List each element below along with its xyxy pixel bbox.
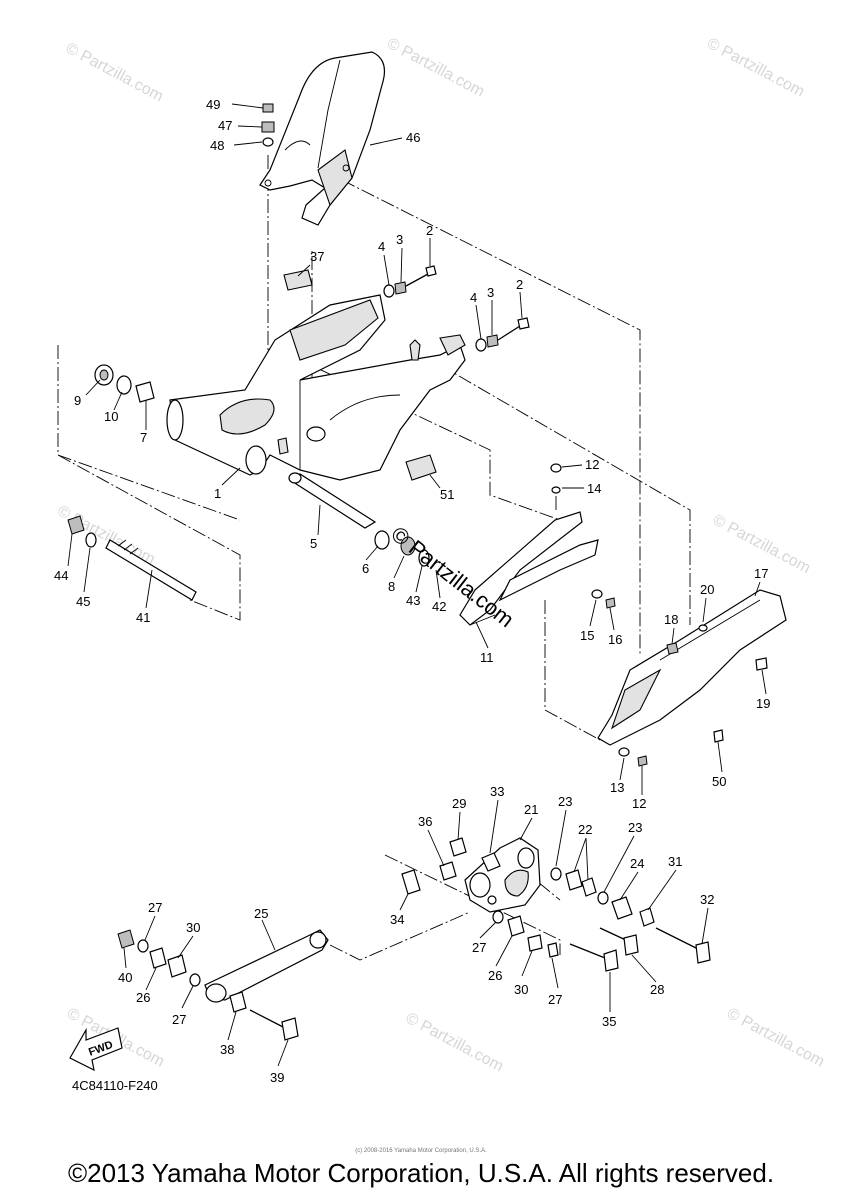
part-label[interactable]: 30 [514,982,528,997]
swingarm [166,294,466,481]
part-label[interactable]: 10 [104,409,118,424]
part-label[interactable]: 42 [432,599,446,614]
part-label[interactable]: 51 [440,487,454,502]
part-label[interactable]: 29 [452,796,466,811]
watermark-text: © Partzilla.com [384,35,487,101]
leader-lines [67,103,767,1067]
rod-fasteners [117,929,299,1041]
part-label[interactable]: 2 [516,277,523,292]
lower-bolts [492,910,639,972]
part-label[interactable]: 12 [632,796,646,811]
pivot-shaft [67,515,197,601]
part-label[interactable]: 8 [388,579,395,594]
part-label[interactable]: 27 [172,1012,186,1027]
part-label[interactable]: 38 [220,1042,234,1057]
part-label[interactable]: 7 [140,430,147,445]
part-label[interactable]: 43 [406,593,420,608]
part-label[interactable]: 27 [548,992,562,1007]
chain-guide [459,463,616,626]
part-label[interactable]: 4 [378,239,385,254]
fwd-arrow: FWD [69,1027,123,1072]
part-label[interactable]: 16 [608,632,622,647]
sticker-51 [405,454,437,481]
collar-shaft [288,472,430,567]
part-label[interactable]: 27 [148,900,162,915]
part-label[interactable]: 9 [74,393,81,408]
relay-arm [464,837,541,913]
part-label[interactable]: 12 [585,457,599,472]
part-label[interactable]: 3 [396,232,403,247]
part-label[interactable]: 4 [470,290,477,305]
sticker-37 [283,269,313,291]
relay-bearings [550,867,711,964]
part-label[interactable]: 47 [218,118,232,133]
part-label[interactable]: 14 [587,481,601,496]
part-label[interactable]: 23 [628,820,642,835]
part-label[interactable]: 37 [310,249,324,264]
part-label[interactable]: 36 [418,814,432,829]
part-label[interactable]: 1 [214,486,221,501]
watermark-text: © Partzilla.com [724,1005,827,1071]
part-label[interactable]: 19 [756,696,770,711]
part-label[interactable]: 6 [362,561,369,576]
part-label[interactable]: 48 [210,138,224,153]
part-label[interactable]: 46 [406,130,420,145]
copyright-footer: ©2013 Yamaha Motor Corporation, U.S.A. A… [67,1158,775,1188]
part-label[interactable]: 26 [136,990,150,1005]
part-label[interactable]: 21 [524,802,538,817]
part-label[interactable]: 3 [487,285,494,300]
diagram-code: 4C84110-F240 [72,1078,158,1093]
part-label[interactable]: 40 [118,970,132,985]
part-label[interactable]: 41 [136,610,150,625]
part-label[interactable]: 23 [558,794,572,809]
part-label[interactable]: 39 [270,1070,284,1085]
part-label[interactable]: 27 [472,940,486,955]
watermark-text: © Partzilla.com [55,503,158,569]
watermark-text: © Partzilla.com [63,40,166,106]
part-label[interactable]: 2 [426,223,433,238]
part-label[interactable]: 50 [712,774,726,789]
part-label[interactable]: 44 [54,568,68,583]
part-label[interactable]: 35 [602,1014,616,1029]
part-label[interactable]: 18 [664,612,678,627]
part-label[interactable]: 45 [76,594,90,609]
part-label[interactable]: 5 [310,536,317,551]
relay-bushings [401,837,501,895]
part-label[interactable]: 34 [390,912,404,927]
part-label[interactable]: 30 [186,920,200,935]
pivot-bearings [94,364,155,403]
part-labels: 49 47 48 46 37 4 3 2 4 3 2 9 10 7 1 12 1… [54,97,770,1085]
part-label[interactable]: 17 [754,566,768,581]
part-label[interactable]: 22 [578,822,592,837]
watermark-text: © Partzilla.com [704,35,807,101]
part-label[interactable]: 33 [490,784,504,799]
watermark-text: © Partzilla.com [403,1010,506,1076]
part-label[interactable]: 49 [206,97,220,112]
part-label[interactable]: 26 [488,968,502,983]
part-label[interactable]: 20 [700,582,714,597]
part-label[interactable]: 13 [610,780,624,795]
part-label[interactable]: 11 [480,650,494,665]
part-label[interactable]: 31 [668,854,682,869]
rear-fender [259,51,385,226]
part-label[interactable]: 25 [254,906,268,921]
part-label[interactable]: 15 [580,628,594,643]
connecting-rod [204,929,329,1003]
small-copyright: (c) 2008-2016 Yamaha Motor Corporation, … [355,1148,487,1154]
part-label[interactable]: 28 [650,982,664,997]
part-label[interactable]: 24 [630,856,644,871]
chain-case [597,589,787,767]
fender-fasteners [261,103,275,147]
part-label[interactable]: 32 [700,892,714,907]
